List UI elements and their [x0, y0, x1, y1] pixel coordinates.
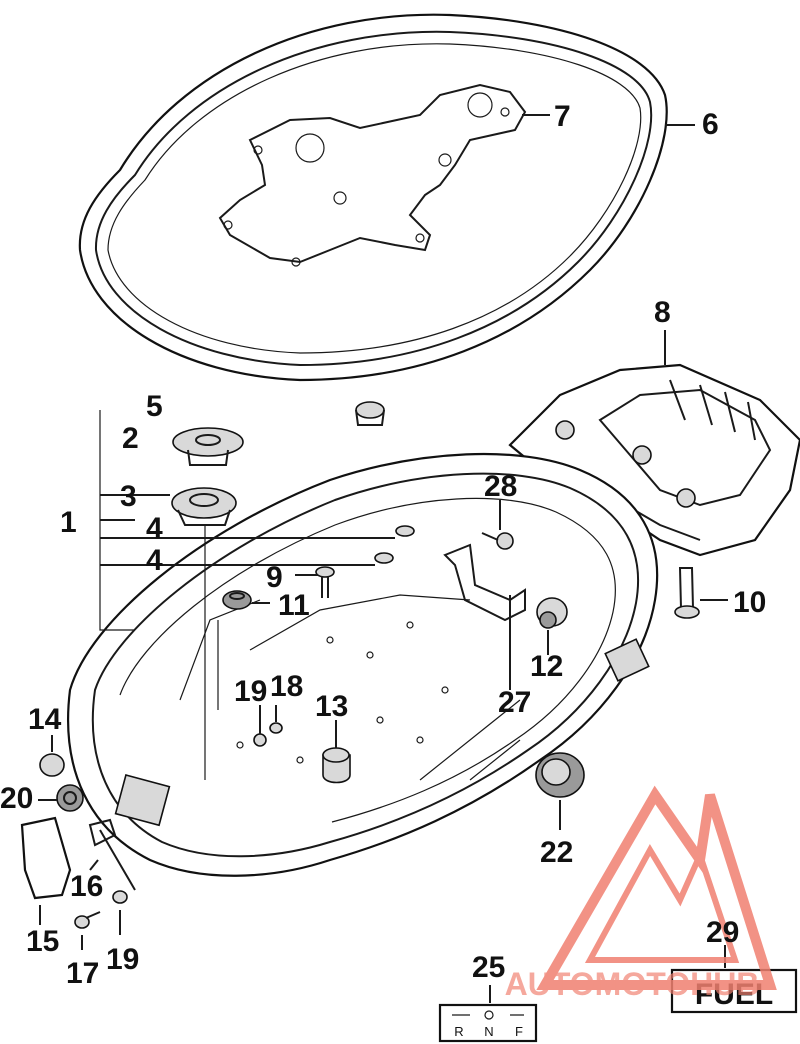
callout-3: 3 — [120, 480, 137, 513]
part-12-knob — [536, 597, 568, 629]
callout-22: 22 — [540, 836, 573, 869]
callout-19a: 19 — [234, 675, 267, 708]
callout-6: 6 — [702, 108, 719, 141]
part-19-washer-b — [112, 890, 128, 904]
part-18-nut — [269, 722, 283, 734]
part-14-plug — [39, 753, 65, 777]
watermark-logo: AUTOMOTOHUB — [505, 785, 777, 1002]
part-7-gasket — [218, 83, 527, 267]
watermark-text: AUTOMOTOHUB — [505, 966, 760, 1002]
leader-lines — [38, 114, 728, 1003]
part-2-5-grommet — [172, 427, 244, 466]
part-28-bolt — [481, 532, 514, 550]
part-25-shift-label: R N F — [438, 1003, 538, 1043]
callout-29: 29 — [706, 916, 739, 949]
callout-18: 18 — [270, 670, 303, 703]
part-10-bolt — [674, 567, 700, 619]
callout-2: 2 — [122, 422, 139, 455]
part-3-ring — [171, 487, 237, 526]
callout-27: 27 — [498, 686, 531, 719]
callout-19b: 19 — [106, 943, 139, 976]
callout-20: 20 — [0, 782, 33, 815]
part-11-cap — [222, 590, 252, 610]
part-17-screw — [74, 911, 101, 929]
part-9-screw — [315, 566, 335, 598]
callout-17: 17 — [66, 957, 99, 990]
callout-5: 5 — [146, 390, 163, 423]
callout-10: 10 — [733, 586, 766, 619]
callout-1: 1 — [60, 506, 77, 539]
callout-7: 7 — [554, 100, 571, 133]
part-29-fuel-label: FUEL — [670, 968, 798, 1014]
part-4-plugs — [374, 525, 415, 564]
part-6-seal-ring — [78, 13, 668, 382]
callout-8: 8 — [654, 296, 671, 329]
callout-16: 16 — [70, 870, 103, 903]
shift-label-f: F — [515, 1024, 523, 1039]
part-27-bracket — [443, 543, 526, 622]
callout-28: 28 — [484, 470, 517, 503]
shift-label-n: N — [484, 1024, 493, 1039]
callout-11: 11 — [278, 589, 310, 622]
callout-13: 13 — [315, 690, 348, 723]
part-16-clip — [88, 818, 136, 891]
part-15-lever — [20, 816, 72, 900]
part-22-grommet — [535, 752, 585, 798]
part-13-cylinder — [322, 747, 351, 784]
part-20-grommet — [56, 784, 84, 812]
callout-14: 14 — [28, 703, 62, 736]
part-19-washer-a — [253, 733, 267, 747]
callout-25: 25 — [472, 951, 505, 984]
part-8-handle — [508, 363, 800, 557]
callout-12: 12 — [530, 650, 563, 683]
part-1-lower-cowl — [67, 452, 659, 877]
callout-4b: 4 — [146, 544, 163, 577]
part-plug-top — [355, 401, 385, 426]
shift-label-r: R — [454, 1024, 463, 1039]
callouts: 1 2 3 4 4 5 6 7 8 9 10 11 12 13 14 15 16… — [0, 100, 766, 990]
callout-4a: 4 — [146, 512, 163, 545]
callout-15: 15 — [26, 925, 59, 958]
callout-9: 9 — [266, 561, 283, 594]
